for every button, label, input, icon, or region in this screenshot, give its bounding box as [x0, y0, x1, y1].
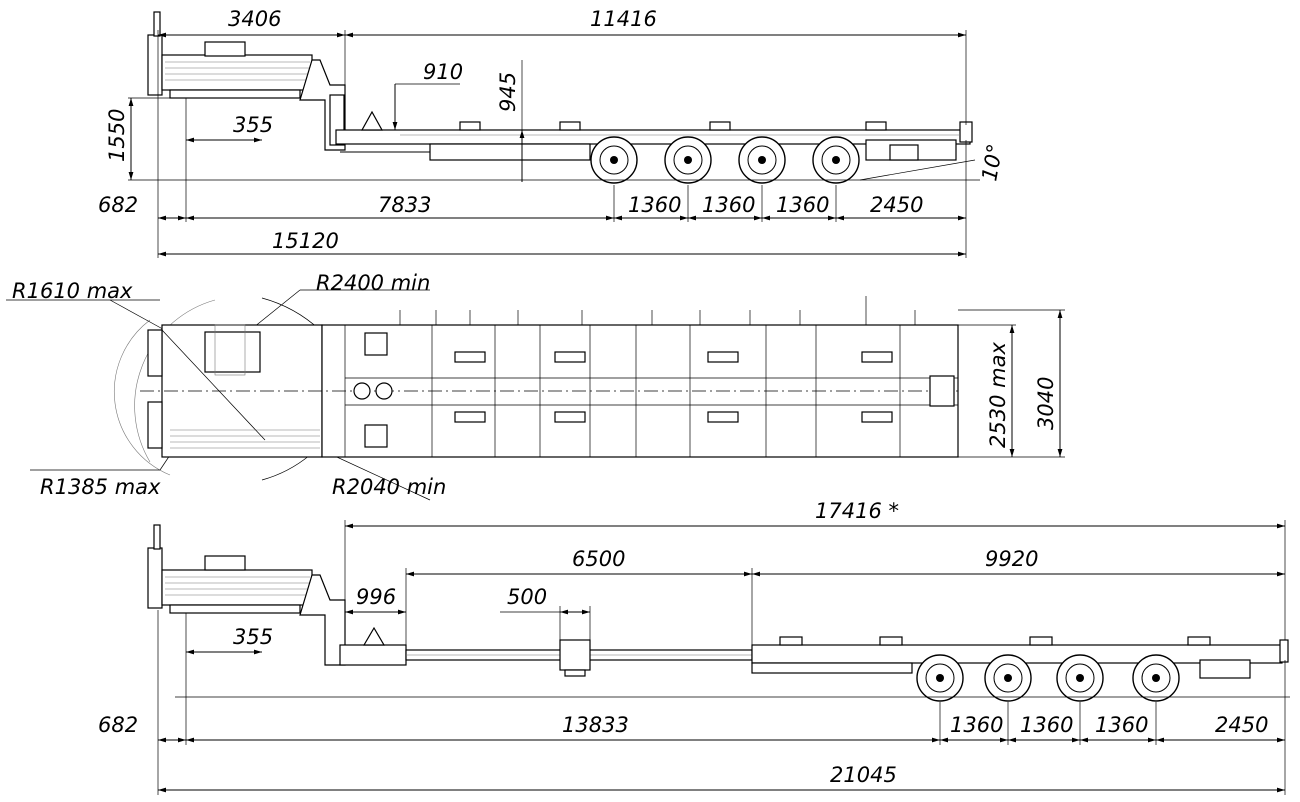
dim-945: 945 — [496, 72, 520, 112]
dim-9920: 9920 — [985, 547, 1038, 571]
dim-r1385: R1385 max — [40, 475, 161, 499]
dim-682: 682 — [98, 193, 138, 217]
dim-17416: 17416 * — [815, 499, 899, 523]
dimension-lines-extended — [157, 520, 1290, 795]
dim-1360-a-ext: 1360 — [950, 713, 1003, 737]
side-view-collapsed: 3406 11416 910 945 1550 355 682 7833 136… — [98, 7, 1007, 258]
dim-1360-a: 1360 — [628, 193, 681, 217]
top-view: R1610 max R2400 min R1385 max R2040 min … — [6, 271, 1065, 501]
gooseneck-collapsed — [147, 11, 346, 151]
dim-996: 996 — [356, 585, 396, 609]
wheels-extended — [916, 654, 1180, 702]
dim-682-ext: 682 — [98, 713, 138, 737]
wheels-collapsed — [590, 136, 860, 184]
dim-w3040: 3040 — [1034, 377, 1058, 430]
deck-collapsed — [335, 110, 973, 161]
dim-2450-ext: 2450 — [1215, 713, 1268, 737]
dim-r2400: R2400 min — [316, 271, 430, 295]
dim-2450: 2450 — [870, 193, 923, 217]
dim-1550: 1550 — [105, 109, 129, 162]
dim-r1610: R1610 max — [12, 279, 133, 303]
dim-21045: 21045 — [830, 763, 897, 787]
dim-11416: 11416 — [590, 7, 657, 31]
dim-angle: 10° — [977, 142, 1007, 183]
dim-6500: 6500 — [572, 547, 625, 571]
dim-13833: 13833 — [562, 713, 629, 737]
dim-1360-b-ext: 1360 — [1020, 713, 1073, 737]
gooseneck-extended — [147, 524, 346, 666]
dim-355: 355 — [233, 113, 273, 137]
dim-910: 910 — [423, 60, 463, 84]
dim-w2530: 2530 max — [986, 342, 1010, 448]
dim-1360-c-ext: 1360 — [1095, 713, 1148, 737]
dim-1360-b: 1360 — [702, 193, 755, 217]
dim-355-ext: 355 — [233, 625, 273, 649]
dim-15120: 15120 — [272, 229, 339, 253]
dimension-lines-collapsed — [128, 30, 980, 258]
dim-r2040: R2040 min — [332, 475, 446, 499]
dim-500: 500 — [507, 585, 547, 609]
dim-1360-c: 1360 — [776, 193, 829, 217]
side-view-extended: 17416 * 6500 9920 996 500 355 682 13833 … — [98, 499, 1290, 795]
dim-7833: 7833 — [378, 193, 431, 217]
dim-3406: 3406 — [228, 7, 281, 31]
